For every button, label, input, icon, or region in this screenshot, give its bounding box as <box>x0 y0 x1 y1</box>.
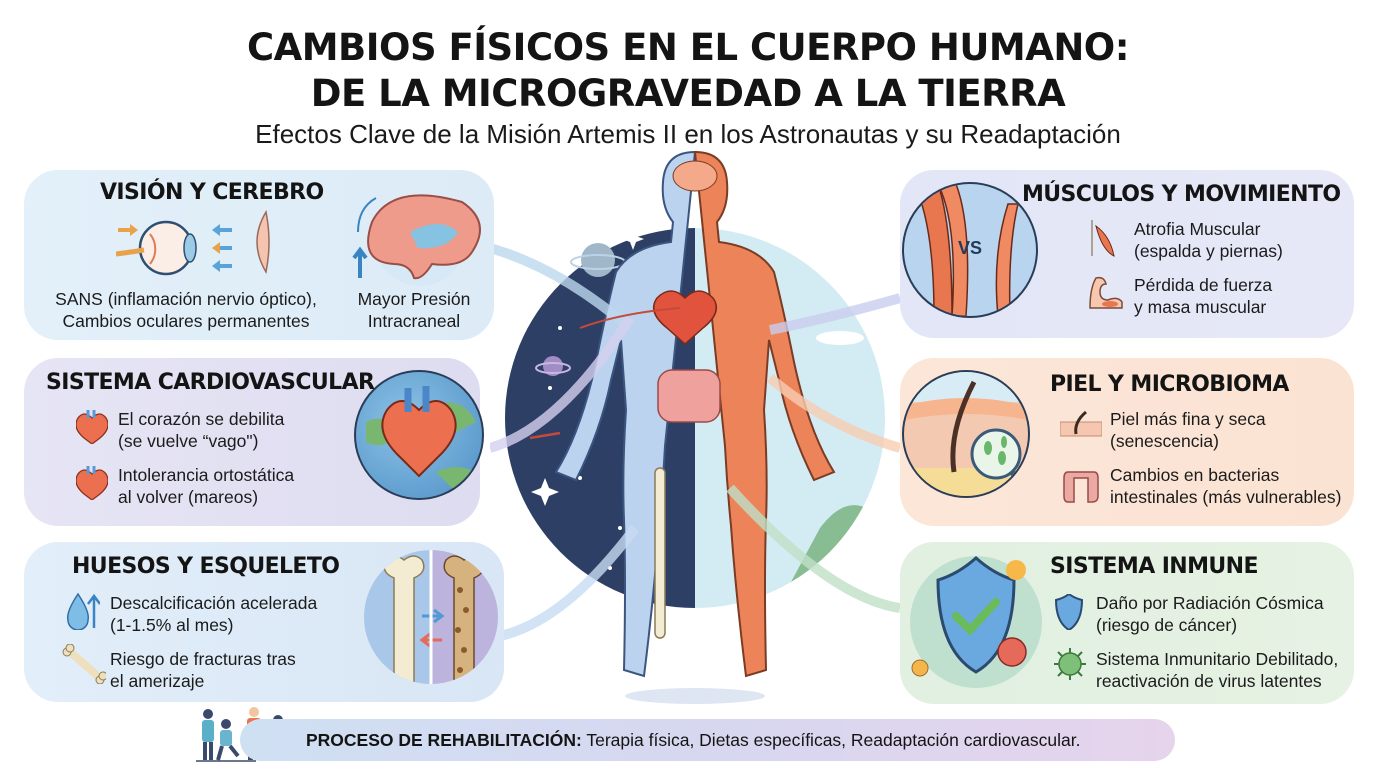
body-blue-half <box>554 150 697 678</box>
bones-item1-line2: (1-1.5% al mes) <box>110 615 234 635</box>
panel-bones-skeleton: HUESOS Y ESQUELETO Descalcificación acel… <box>24 542 504 702</box>
heart-on-globe-icon <box>354 370 484 500</box>
intestine-icon <box>1063 471 1099 503</box>
bones-item2-line1: Riesgo de fracturas tras <box>110 649 296 669</box>
immune-item2-line2: reactivación de virus latentes <box>1096 671 1322 691</box>
brain-pressure-icon <box>352 194 481 286</box>
skin-item2-line2: intestinales (más vulnerables) <box>1110 487 1342 507</box>
heart-icon <box>76 410 108 444</box>
immune-item1-line2: (riesgo de cáncer) <box>1096 615 1238 635</box>
brain-icon <box>672 160 718 192</box>
muscle-item1-line2: (espalda y piernas) <box>1134 241 1283 261</box>
cardio-item1-line1: El corazón se debilita <box>118 409 285 429</box>
muscle-comparison-icon: VS <box>902 182 1038 318</box>
bone-icon <box>62 644 106 684</box>
page-subtitle: Efectos Clave de la Misión Artemis II en… <box>255 119 1121 149</box>
virus-icon <box>1054 648 1086 680</box>
planet-icon <box>543 356 563 376</box>
skin-item1-line2: (senescencia) <box>1110 431 1219 451</box>
muscle-leg-icon <box>1091 220 1115 257</box>
panel-title: SISTEMA INMUNE <box>1050 554 1258 579</box>
pressure-caption-line1: Mayor Presión <box>357 289 471 309</box>
muscle-item1-line1: Atrofia Muscular <box>1134 219 1261 239</box>
rehab-text: PROCESO DE REHABILITACIÓN: Terapia físic… <box>306 730 1081 751</box>
shield-check-virus-icon <box>910 555 1042 688</box>
cardio-item1-line2: (se vuelve “vago") <box>118 431 259 451</box>
skin-magnifier-icon <box>902 370 1030 498</box>
rehabilitation-banner: PROCESO DE REHABILITACIÓN: Terapia físic… <box>240 719 1175 761</box>
stars-icon <box>531 228 644 570</box>
panel-vision-brain: VISIÓN Y CEREBRO SANS (inflamación nervi… <box>24 170 494 340</box>
immune-item2-line1: Sistema Inmunitario Debilitado, <box>1096 649 1339 669</box>
body-muscle-half <box>693 150 836 678</box>
bones-item1-line1: Descalcificación acelerada <box>110 593 318 613</box>
page-title-line2: DE LA MICROGRAVEDAD A LA TIERRA <box>310 72 1066 115</box>
bones-item2-line2: el amerizaje <box>110 671 205 691</box>
panel-title: SISTEMA CARDIOVASCULAR <box>46 370 375 395</box>
skin-item1-line1: Piel más fina y seca <box>1110 409 1266 429</box>
planet-icon <box>581 243 615 277</box>
cardio-item2-line1: Intolerancia ortostática <box>118 465 295 485</box>
intestine-organ-icon <box>657 369 721 423</box>
eye-icon <box>116 220 232 276</box>
pressure-caption-line2: Intracraneal <box>367 311 461 331</box>
panel-immune-system: SISTEMA INMUNE Daño por Radiación Cósmic… <box>900 542 1354 704</box>
page-title-line1: CAMBIOS FÍSICOS EN EL CUERPO HUMANO: <box>246 26 1130 69</box>
heart-organ-icon <box>652 290 718 346</box>
leg-bone-icon <box>654 467 666 639</box>
panel-title: VISIÓN Y CEREBRO <box>100 180 324 205</box>
rehab-label: PROCESO DE REHABILITACIÓN: <box>306 730 582 750</box>
panel-cardiovascular: SISTEMA CARDIOVASCULAR El corazón se deb… <box>24 358 484 526</box>
panel-skin-microbiome: PIEL Y MICROBIOMA Piel más fina y seca (… <box>900 358 1354 526</box>
vision-caption-line2: Cambios oculares permanentes <box>62 311 310 331</box>
skin-layer-icon <box>1060 410 1102 437</box>
lens-icon <box>256 210 270 274</box>
water-drop-arrow-icon <box>66 592 100 630</box>
bone-density-comparison-icon <box>364 550 498 684</box>
cardio-item2-line2: al volver (mareos) <box>118 487 259 507</box>
immune-item1-line1: Daño por Radiación Cósmica <box>1096 593 1324 613</box>
human-body-illustration <box>490 150 900 704</box>
skin-item2-line1: Cambios en bacterias <box>1110 465 1280 485</box>
panel-muscles-movement: MÚSCULOS Y MOVIMIENTO VS Atrofia Muscula… <box>900 170 1354 338</box>
heart-icon <box>76 466 108 500</box>
flexed-arm-icon <box>1089 276 1123 309</box>
shield-icon <box>1054 594 1084 630</box>
muscle-item2-line1: Pérdida de fuerza <box>1134 275 1273 295</box>
vs-label: VS <box>958 238 983 258</box>
panel-title: HUESOS Y ESQUELETO <box>72 554 340 579</box>
vision-caption-line1: SANS (inflamación nervio óptico), <box>55 289 317 309</box>
muscle-item2-line2: y masa muscular <box>1134 297 1267 317</box>
panel-title: PIEL Y MICROBIOMA <box>1050 372 1289 397</box>
panel-title: MÚSCULOS Y MOVIMIENTO <box>1022 182 1341 207</box>
rehab-description: Terapia física, Dietas específicas, Read… <box>581 730 1081 750</box>
